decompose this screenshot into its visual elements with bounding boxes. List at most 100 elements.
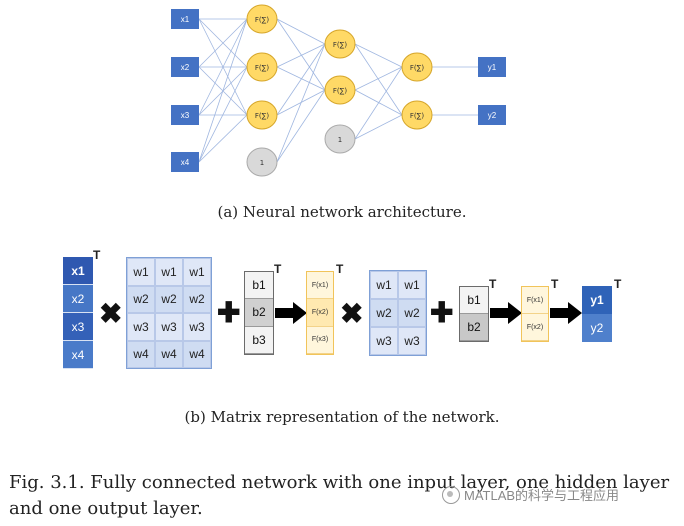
- input-node-box: [171, 152, 199, 172]
- connection-edge: [276, 43, 326, 68]
- connection-edge: [198, 18, 248, 163]
- connection-edge: [276, 66, 326, 91]
- add-icon: ✚: [217, 297, 241, 328]
- b1-cell: b3: [245, 327, 273, 354]
- hidden1-neuron: [246, 4, 278, 34]
- connection-edges: [198, 18, 478, 163]
- connection-edge: [354, 66, 403, 91]
- f1-cell: F(x2): [307, 299, 333, 327]
- transpose-f1: T: [336, 262, 344, 276]
- w1-cell: w3: [155, 313, 183, 341]
- connection-edge: [354, 43, 403, 116]
- w1-cell: w2: [155, 285, 183, 313]
- caption-a: (a) Neural network architecture.: [217, 203, 467, 221]
- w1-cell: w4: [155, 340, 183, 368]
- w2-cell: w3: [370, 327, 398, 355]
- b2-cell: b1: [460, 287, 488, 314]
- input-node-box: [171, 105, 199, 125]
- network-nodes: x1x2x3x4F(∑)F(∑)F(∑)1F(∑)F(∑)1F(∑)F(∑)y1…: [171, 4, 506, 177]
- input-node-label: x1: [181, 15, 190, 24]
- output-neuron-label: F(∑): [410, 112, 424, 120]
- y-cell: y2: [582, 314, 612, 342]
- w2-cell: w1: [398, 271, 426, 299]
- transpose-f2: T: [551, 277, 559, 291]
- bias-vector-1: b1 b2 b3: [244, 271, 274, 355]
- connection-edge: [276, 43, 326, 163]
- w1-cell: w1: [183, 258, 211, 286]
- f2-cell: F(x2): [522, 314, 548, 341]
- caption-b: (b) Matrix representation of the network…: [184, 408, 500, 426]
- bias-node-1-label: 1: [260, 159, 264, 167]
- hidden1-neuron-label: F(∑): [255, 16, 269, 24]
- w1-cell: w2: [127, 285, 155, 313]
- w1-cell: w4: [127, 340, 155, 368]
- figure-caption: Fig. 3.1. Fully connected network with o…: [9, 470, 669, 522]
- wechat-logo-icon: [442, 485, 460, 504]
- activation-vector-2: F(x1) F(x2): [521, 286, 549, 342]
- f1-cell: F(x3): [307, 327, 333, 354]
- b2-cell: b2: [460, 314, 488, 341]
- bias-node-1: [246, 147, 278, 177]
- hidden1-neuron: [246, 100, 278, 130]
- w2-cell: w2: [370, 299, 398, 327]
- transpose-x: T: [93, 248, 101, 262]
- input-node-label: x4: [181, 158, 190, 167]
- w1-cell: w4: [183, 340, 211, 368]
- bias-node-2-label: 1: [338, 136, 342, 144]
- w1-cell: w2: [183, 285, 211, 313]
- multiply-icon: ✖: [340, 298, 364, 329]
- hidden1-neuron-label: F(∑): [255, 112, 269, 120]
- figure-caption-line: and one output layer.: [9, 498, 203, 519]
- b1-cell: b1: [245, 272, 273, 300]
- arrow-right-icon: [275, 302, 307, 324]
- w2-cell: w2: [398, 299, 426, 327]
- activation-vector-1: F(x1) F(x2) F(x3): [306, 271, 334, 355]
- output-neuron-label: F(∑): [410, 64, 424, 72]
- watermark-text: MATLAB的科学与工程应用: [464, 488, 620, 503]
- transpose-b1: T: [274, 262, 282, 276]
- w2-cell: w1: [370, 271, 398, 299]
- output-neuron: [401, 52, 433, 82]
- connection-edge: [198, 18, 248, 116]
- connection-edge: [198, 18, 248, 68]
- hidden2-neuron-label: F(∑): [333, 87, 347, 95]
- connection-edge: [354, 114, 403, 140]
- input-node-box: [171, 57, 199, 77]
- neural-network-diagram: x1x2x3x4F(∑)F(∑)F(∑)1F(∑)F(∑)1F(∑)F(∑)y1…: [171, 4, 506, 177]
- input-node-box: [171, 9, 199, 29]
- watermark: MATLAB的科学与工程应用: [442, 485, 619, 504]
- b1-cell: b2: [245, 299, 273, 327]
- bias-vector-2: b1 b2: [459, 286, 489, 342]
- x-cell: x2: [63, 285, 93, 313]
- output-node-label: y2: [488, 111, 497, 120]
- hidden2-neuron: [324, 75, 356, 105]
- connection-edge: [198, 114, 248, 163]
- connection-edge: [276, 89, 326, 163]
- x-cell: x3: [63, 313, 93, 341]
- x-cell: x1: [63, 257, 93, 285]
- arrow-right-icon: [490, 302, 522, 324]
- weight-matrix-2: w1 w1 w2 w2 w3 w3: [369, 270, 427, 356]
- hidden2-neuron-label: F(∑): [333, 41, 347, 49]
- output-neuron: [401, 100, 433, 130]
- input-node-label: x3: [181, 111, 190, 120]
- y-cell: y1: [582, 286, 612, 314]
- hidden2-neuron: [324, 29, 356, 59]
- bias-node-2: [324, 124, 356, 154]
- input-node-label: x2: [181, 63, 190, 72]
- x-cell: x4: [63, 341, 93, 369]
- connection-edge: [276, 18, 326, 45]
- w1-cell: w3: [183, 313, 211, 341]
- w1-cell: w1: [155, 258, 183, 286]
- arrow-right-icon: [550, 302, 582, 324]
- output-vector-y: y1 y2: [582, 286, 612, 342]
- output-node-box: [478, 57, 506, 77]
- add-icon: ✚: [430, 297, 454, 328]
- f2-cell: F(x1): [522, 287, 548, 314]
- transpose-b2: T: [489, 277, 497, 291]
- connection-edge: [276, 18, 326, 91]
- connection-edge: [354, 43, 403, 68]
- w1-cell: w1: [127, 258, 155, 286]
- weight-matrix-1: w1 w1 w1 w2 w2 w2 w3 w3 w3 w4 w4 w4: [126, 257, 212, 369]
- w2-cell: w3: [398, 327, 426, 355]
